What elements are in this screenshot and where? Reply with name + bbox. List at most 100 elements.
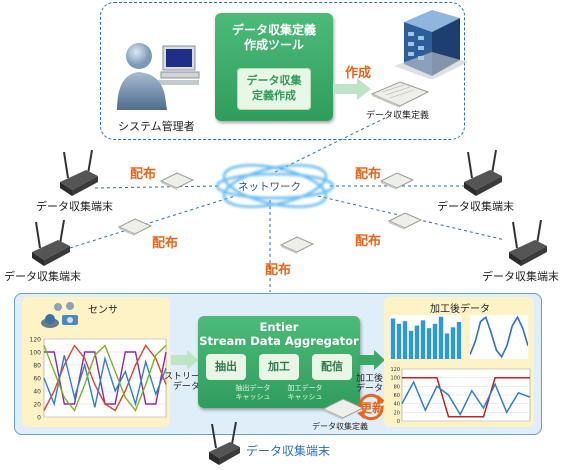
definition-create-box: データ収集 定義作成 (237, 68, 311, 110)
packet-doc-icon (160, 172, 194, 190)
tool-title-line2: 作成ツール (243, 38, 304, 52)
definition-label-top: データ収集定義 (366, 111, 430, 121)
processed-data-label: 加工後 データ (356, 374, 383, 394)
bar (450, 327, 456, 359)
bar (408, 330, 414, 359)
deliver-box: 配信 (312, 354, 352, 380)
bar (390, 318, 396, 359)
output-arrow-icon (358, 350, 385, 370)
terminal-label-top-right: データ収集端末 (437, 200, 514, 213)
bar (396, 323, 402, 359)
aggregator-title: Entier Stream Data Aggregator (198, 320, 360, 348)
y-tick-label: 20 (394, 410, 400, 416)
packet-doc-icon (388, 212, 422, 230)
processed-data-line1: 加工後 (356, 374, 384, 384)
y-tick-label: 40 (394, 402, 400, 408)
bar (432, 323, 438, 359)
process-cache-line1: 加工データ (287, 384, 323, 392)
stream-label-line2: データ (172, 382, 200, 392)
extract-cache-line2: キャッシュ (235, 393, 271, 401)
y-tick-label: 60 (33, 376, 41, 383)
distribute-label-top-right: 配布 (355, 167, 382, 182)
definition-label-bottom: データ収集定義 (312, 422, 368, 431)
processed-data-panel: 加工後データ 120 100 80 60 40 20 0 (384, 297, 534, 427)
terminal-label-mid-left: データ収集端末 (4, 270, 81, 283)
y-tick-label: 120 (30, 337, 42, 344)
distribute-label-top-left: 配布 (130, 167, 157, 182)
update-cycle-icon (357, 393, 385, 421)
sensor-series-line (43, 344, 167, 412)
stream-label-line1: ストリーム (164, 372, 209, 382)
y-tick-label: 100 (390, 376, 400, 382)
process-box: 加工 (259, 354, 299, 380)
processed-series-line (402, 376, 530, 418)
definition-doc-icon (370, 81, 430, 108)
terminal-label-mid-right: データ収集端末 (482, 270, 559, 283)
definition-create-line2: 定義作成 (252, 89, 296, 102)
bar (402, 321, 408, 359)
y-tick-label: 60 (394, 393, 400, 399)
router-icon (464, 150, 502, 196)
process-cache-label: 加工データ キャッシュ (280, 384, 330, 402)
definition-doc-icon (322, 398, 364, 420)
bar (414, 325, 420, 359)
process-cache-line2: キャッシュ (287, 393, 323, 401)
y-tick-label: 20 (33, 402, 41, 409)
wave-series-line (470, 315, 528, 359)
extract-box: 抽出 (206, 354, 246, 380)
definition-tool-box: データ収集定義 作成ツール データ収集 定義作成 (215, 13, 333, 121)
processed-data-line2: データ (356, 384, 384, 394)
extract-cache-line1: 抽出データ (235, 384, 271, 392)
sensor-label: センサ (88, 305, 118, 316)
aggregator-title-line2: Stream Data Aggregator (199, 334, 359, 348)
tool-title-line1: データ収集定義 (231, 23, 316, 37)
router-icon (209, 421, 240, 465)
admin-label: システム管理者 (118, 120, 195, 133)
management-area (100, 2, 465, 140)
bar (420, 320, 426, 359)
bar-plot-area (390, 315, 462, 359)
processed-data-title: 加工後データ (430, 304, 490, 315)
y-tick-label: 0 (397, 419, 400, 425)
extract-cache-label: 抽出データ キャッシュ (228, 384, 278, 402)
distribute-label-mid-right: 配布 (355, 234, 382, 249)
admin-icon (117, 43, 200, 110)
router-icon (60, 150, 98, 196)
packet-doc-icon (118, 218, 152, 236)
y-tick-label: 80 (394, 384, 400, 390)
processed-bar-chart (390, 315, 462, 359)
bar (426, 328, 432, 359)
definition-create-line1: データ収集 (246, 74, 302, 87)
router-icon (509, 220, 547, 266)
network-icon (215, 164, 335, 208)
y-tick-label: 0 (37, 415, 41, 422)
aggregator-box: Entier Stream Data Aggregator 抽出 加工 配信 抽… (198, 316, 360, 408)
network-label: ネットワーク (238, 181, 301, 193)
router-icon (32, 220, 70, 266)
y-tick-label: 100 (30, 350, 42, 357)
aggregator-title-line1: Entier (259, 320, 299, 334)
y-tick-label: 40 (33, 389, 41, 396)
distribute-label-mid-left: 配布 (152, 236, 179, 251)
terminal-label-top-left: データ収集端末 (36, 200, 113, 213)
bar (456, 322, 462, 359)
create-arrow-icon (333, 78, 371, 100)
sensor-series-line (43, 355, 167, 408)
definition-create-label: データ収集 定義作成 (237, 73, 311, 103)
y-tick-label: 120 (390, 367, 400, 373)
packet-doc-icon (280, 236, 314, 254)
bar (438, 316, 444, 359)
stream-arrow-icon (171, 350, 198, 370)
server-building-icon (394, 10, 468, 79)
sensor-devices-icon (41, 302, 78, 328)
update-label: 更新 (360, 401, 385, 415)
create-label: 作成 (345, 66, 372, 81)
tool-title: データ収集定義 作成ツール (215, 23, 333, 53)
bar (444, 333, 450, 359)
sensor-series-line (43, 344, 167, 412)
processed-wave-chart (470, 315, 528, 359)
processed-line-chart: 120 100 80 60 40 20 0 (390, 367, 531, 425)
stream-label: ストリーム データ (164, 372, 209, 392)
